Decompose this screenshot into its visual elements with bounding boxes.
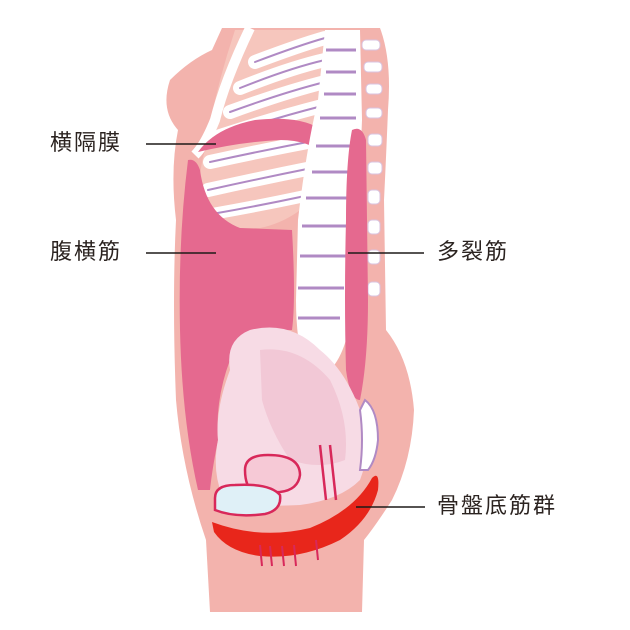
pelvic-floor-muscle bbox=[212, 475, 379, 557]
transversus-abdominis-muscle bbox=[179, 159, 294, 490]
pelvic-floor-exits bbox=[259, 539, 319, 567]
pelvic-floor-label: 骨盤底筋群 bbox=[437, 494, 558, 519]
multifidus-muscle bbox=[345, 128, 368, 400]
diaphragm-muscle bbox=[198, 118, 329, 156]
sternum bbox=[191, 25, 255, 159]
transversus-abdominis-label: 腹横筋 bbox=[50, 240, 123, 265]
diaphragm-label: 横隔膜 bbox=[50, 131, 123, 156]
sacrum bbox=[358, 398, 380, 471]
pelvic-organ-outlines bbox=[213, 444, 338, 517]
pelvic-organs-shade bbox=[260, 349, 346, 465]
multifidus-label: 多裂筋 bbox=[437, 240, 510, 265]
